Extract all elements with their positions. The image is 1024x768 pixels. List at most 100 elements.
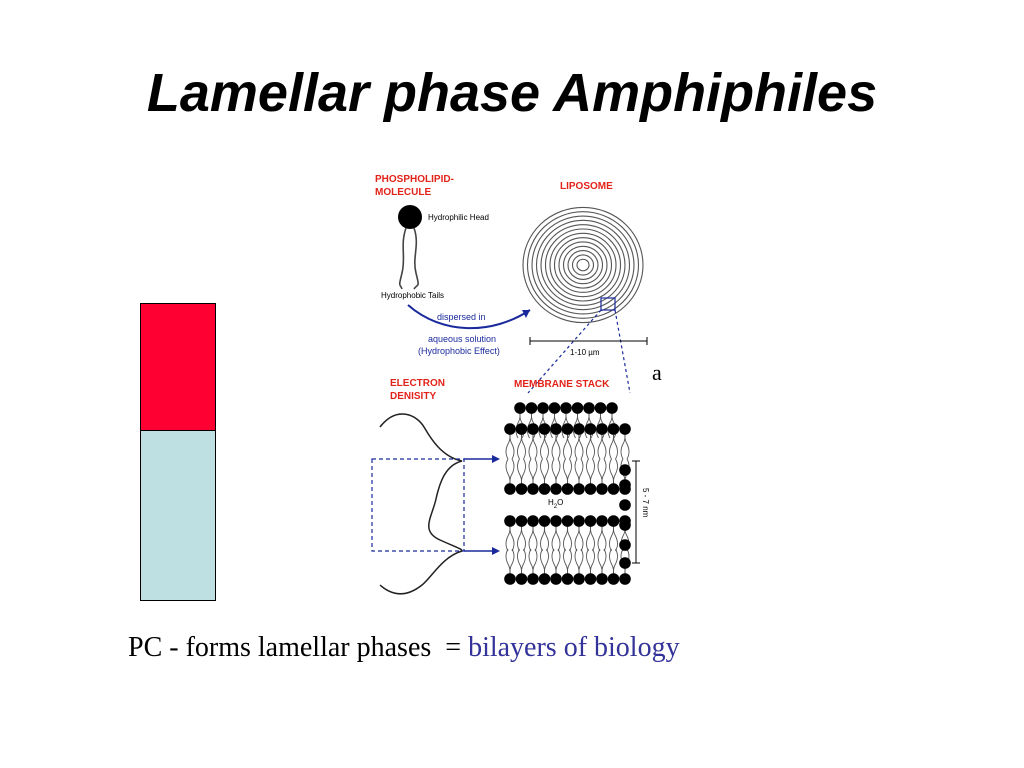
water-label: H2O [548, 498, 563, 510]
lipid-head [560, 402, 572, 414]
electron-density-heading-line2: DENISITY [390, 391, 436, 402]
lipid-head [584, 423, 597, 435]
liposome-ring [522, 206, 644, 324]
phospholipid-heading: PHOSPHOLIPID- [375, 174, 454, 185]
lipid-head [504, 483, 516, 495]
liposome-ring [567, 250, 599, 280]
hydrophilic-head-label: Hydrophilic Head [428, 213, 489, 222]
lipid-head [607, 423, 620, 435]
lipid-head [619, 519, 631, 531]
caption-highlight: bilayers of biology [468, 632, 680, 663]
lipid-head [571, 402, 584, 414]
electron-density-heading: ELECTRON [390, 378, 445, 389]
lipid-head [538, 515, 551, 527]
tube-lower-phase [140, 430, 216, 601]
lipid-head [596, 483, 608, 495]
lipid-head [537, 402, 549, 414]
lipid-head [538, 423, 551, 435]
lipid-head [561, 515, 574, 527]
lipid-head [606, 402, 618, 414]
liposome-heading: LIPOSOME [560, 181, 613, 192]
lipid-head [515, 423, 528, 435]
liposome-ring [571, 254, 595, 276]
membrane-stack-heading: MEMBRANE STACK [514, 379, 610, 390]
lipid-head [594, 402, 607, 414]
liposome-ring [562, 245, 604, 285]
membrane-stack-icon [504, 402, 631, 585]
liposome-ring [526, 211, 640, 319]
lipid-head [550, 515, 562, 527]
lipid-head [619, 557, 631, 569]
lipid-head [583, 402, 595, 414]
stray-character: a [652, 360, 662, 385]
lipid-head [515, 515, 528, 527]
lipid-head [619, 573, 631, 585]
lipid-head [573, 423, 585, 435]
aqueous-solution-label: aqueous solution [428, 334, 496, 344]
dispersed-in-label: dispersed in [437, 312, 486, 322]
liposome-ring [549, 232, 617, 298]
lipid-head [619, 423, 631, 435]
lipid-head [561, 423, 574, 435]
slide-title: Lamellar phase Amphiphiles [146, 63, 878, 123]
lipid-head [515, 483, 528, 495]
hydrophilic-head-icon [398, 205, 422, 229]
arrowhead-icon [492, 455, 500, 463]
liposome-ring [531, 215, 635, 315]
lipid-head [550, 483, 562, 495]
lipid-head [607, 483, 620, 495]
lipid-head [538, 483, 551, 495]
caption: PC - forms lamellar phases = bilayers of… [128, 632, 680, 664]
arrowhead-icon [492, 547, 500, 555]
lipid-head [573, 573, 585, 585]
lipid-head [550, 423, 562, 435]
lipid-head [504, 515, 516, 527]
lipid-head [504, 573, 516, 585]
lipid-head [527, 423, 539, 435]
liposome-ring [544, 228, 622, 302]
zoom-guide-line [614, 309, 631, 394]
phase-tube [140, 303, 216, 601]
lipid-head [607, 515, 620, 527]
lipid-head [525, 402, 538, 414]
lipid-head [561, 573, 574, 585]
tube-upper-phase [140, 303, 216, 431]
hydrophobic-tails-label: Hydrophobic Tails [381, 291, 444, 300]
lipid-head [607, 573, 620, 585]
electron-density-curve [379, 413, 463, 595]
liposome-ring [553, 237, 613, 293]
dispersed-arrow-icon [407, 304, 531, 330]
lipid-head [504, 423, 516, 435]
density-box [371, 458, 465, 552]
lipid-head [584, 573, 597, 585]
liposome-size-label: 1-10 µm [570, 348, 600, 357]
phospholipid-diagram: PHOSPHOLIPID- MOLECULE Hydrophilic Head … [362, 165, 672, 605]
zoom-guide-line [527, 309, 602, 394]
lipid-head [527, 573, 539, 585]
liposome-ring [540, 224, 626, 306]
lipid-head [515, 573, 528, 585]
lipid-head [527, 483, 539, 495]
lipid-head [550, 573, 562, 585]
lipid-head [584, 515, 597, 527]
arrowhead-icon [522, 310, 530, 318]
liposome-ring [576, 258, 590, 272]
lipid-head [619, 539, 631, 551]
lipid-head [538, 573, 551, 585]
lipid-head [573, 483, 585, 495]
lipid-head [561, 483, 574, 495]
liposome-ring [558, 241, 608, 289]
lipid-head [573, 515, 585, 527]
phospholipid-heading-line2: MOLECULE [375, 187, 431, 198]
spacing-label: 5 - 7 nm [641, 488, 650, 518]
lipid-head [584, 483, 597, 495]
lipid-head [548, 402, 561, 414]
hydrophobic-tail-icon [413, 227, 419, 290]
lipid-head [619, 499, 631, 511]
liposome-ring [535, 219, 631, 311]
hydrophobic-effect-label: (Hydrophobic Effect) [418, 346, 500, 356]
hydrophobic-tail-icon [398, 227, 407, 290]
lipid-head [619, 464, 631, 476]
zoom-box-icon [600, 297, 616, 311]
lipid-head [596, 423, 608, 435]
